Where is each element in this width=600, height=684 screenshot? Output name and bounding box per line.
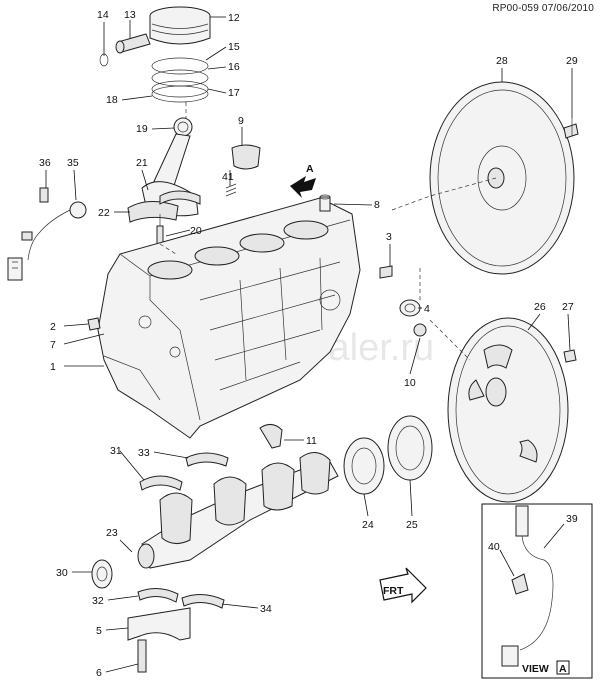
callout-5: 5: [96, 625, 102, 637]
callout-15: 15: [228, 41, 240, 53]
inset-view-title: VIEW: [522, 663, 549, 675]
callout-25: 25: [406, 519, 418, 531]
callout-11: 11: [306, 435, 317, 447]
callout-1: 1: [50, 361, 56, 373]
engine-block: [97, 197, 361, 439]
callout-30: 30: [56, 567, 68, 579]
callout-28: 28: [496, 55, 508, 67]
piston-ring-oil-17: [151, 80, 209, 98]
flexplate-26: [447, 317, 569, 503]
callout-36: 36: [39, 157, 51, 169]
callout-4: 4: [424, 303, 430, 315]
callout-19: 19: [136, 123, 148, 135]
callout-9: 9: [238, 115, 244, 127]
rod-bearing-22: [127, 201, 179, 223]
bearing-shell-34: [181, 594, 225, 609]
main-cap-bolt-6: [137, 639, 147, 673]
callout-12: 12: [228, 12, 240, 24]
callout-33: 33: [138, 447, 150, 459]
bearing-shell-31: [139, 475, 183, 491]
callout-14: 14: [97, 9, 109, 21]
callout-39: 39: [566, 513, 578, 525]
view-arrow-a: A: [290, 163, 316, 198]
leader-lines: [45, 16, 573, 673]
bearing-shell-32: [137, 588, 179, 603]
callout-40: 40: [488, 541, 500, 553]
callout-16: 16: [228, 61, 240, 73]
knock-sensor-assembly: [7, 187, 87, 281]
callout-21: 21: [136, 157, 148, 169]
inset-view-letter: A: [559, 663, 567, 675]
callout-24: 24: [362, 519, 374, 531]
callout-labels: 14 13 12 15 16 17 18 19 9 41 21 22 20 36…: [39, 9, 578, 679]
rear-main-seal-25: [387, 415, 433, 481]
callout-27: 27: [562, 301, 574, 313]
callout-41: 41: [222, 171, 234, 183]
callout-17: 17: [228, 87, 240, 99]
crankshaft: [137, 452, 339, 569]
callout-34: 34: [260, 603, 272, 615]
callout-32: 32: [92, 595, 104, 607]
callout-26: 26: [534, 301, 546, 313]
callout-20: 20: [190, 225, 202, 237]
callout-3: 3: [386, 231, 392, 243]
flywheel-28: [429, 81, 575, 275]
rear-seal-housing-24: [343, 437, 385, 495]
callout-7: 7: [50, 339, 56, 351]
callout-2: 2: [50, 321, 56, 333]
callout-35: 35: [67, 157, 79, 169]
piston-ring-15: [151, 57, 209, 75]
front-direction-arrow: FRT: [379, 567, 427, 604]
connecting-rod: [127, 117, 199, 247]
callout-18: 18: [106, 94, 118, 106]
callout-10: 10: [404, 377, 416, 389]
callout-8: 8: [374, 199, 380, 211]
view-a-inset: VIEW A: [481, 503, 593, 679]
callout-29: 29: [566, 55, 578, 67]
callout-13: 13: [124, 9, 136, 21]
piston-assembly: [99, 6, 211, 103]
diagram-reference-code: RP00-059 07/06/2010: [492, 3, 594, 14]
callout-6: 6: [96, 667, 102, 679]
callout-22: 22: [98, 207, 110, 219]
callout-23: 23: [106, 527, 118, 539]
callout-31: 31: [110, 445, 122, 457]
bearing-shell-33: [185, 452, 229, 467]
crank-sprocket-30: [91, 559, 113, 589]
main-bearing-cap-5: [127, 607, 191, 641]
svg-text:FRT: FRT: [383, 585, 404, 597]
svg-text:A: A: [306, 163, 314, 175]
